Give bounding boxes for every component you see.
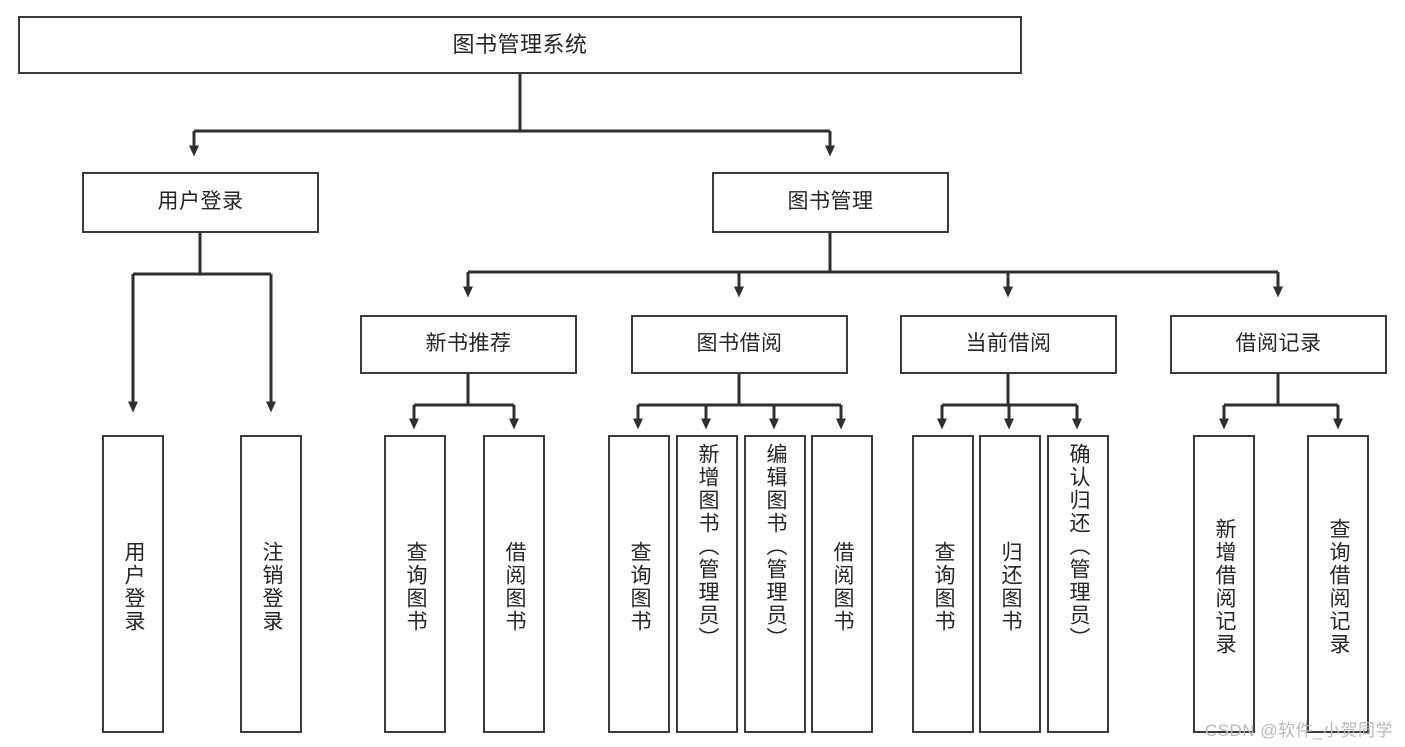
node-label: 图书借阅 [696,332,783,356]
node-label: 借阅记录 [1235,332,1322,356]
node-label: 当前借阅 [965,332,1052,356]
node-leaf-logout[interactable]: 注销登录 [240,435,302,733]
node-label: 图书管理 [787,190,874,214]
node-leaf-edit-book-admin[interactable]: 编辑图书（管理员） [744,435,806,733]
node-leaf-query-books-recommend[interactable]: 查询图书 [384,435,446,733]
node-current-borrowing[interactable]: 当前借阅 [900,315,1117,374]
csdn-watermark: CSDN @软件_小贺同学 [1204,721,1393,740]
node-leaf-query-books-borrow[interactable]: 查询图书 [608,435,670,733]
node-label: 用户登录 [122,541,146,633]
node-label: 查询图书 [932,541,956,633]
node-label: 借阅图书 [831,541,855,633]
node-label: 查询借阅记录 [1327,518,1351,656]
node-label: 新书推荐 [425,332,512,356]
node-root-book-management-system[interactable]: 图书管理系统 [18,16,1022,74]
node-label: 注销登录 [260,541,284,633]
node-new-book-recommendation[interactable]: 新书推荐 [360,315,577,374]
node-label: 图书管理系统 [452,32,588,58]
node-user-login[interactable]: 用户登录 [82,172,319,233]
node-leaf-borrow-books[interactable]: 借阅图书 [811,435,873,733]
node-leaf-user-login[interactable]: 用户登录 [102,435,164,733]
node-label: 用户登录 [157,190,244,214]
node-book-management[interactable]: 图书管理 [712,172,949,233]
node-book-borrowing[interactable]: 图书借阅 [631,315,848,374]
node-label: 查询图书 [404,541,428,633]
node-leaf-return-books[interactable]: 归还图书 [979,435,1041,733]
node-leaf-borrow-books-recommend[interactable]: 借阅图书 [483,435,545,733]
node-leaf-add-book-admin[interactable]: 新增图书（管理员） [676,435,738,733]
node-label: 确认归还（管理员） [1067,443,1091,650]
node-label: 新增借阅记录 [1213,518,1237,656]
node-leaf-query-borrow-record[interactable]: 查询借阅记录 [1307,435,1369,733]
node-leaf-confirm-return-admin[interactable]: 确认归还（管理员） [1047,435,1109,733]
node-borrowing-records[interactable]: 借阅记录 [1170,315,1387,374]
node-label: 借阅图书 [503,541,527,633]
node-label: 查询图书 [628,541,652,633]
node-label: 编辑图书（管理员） [764,443,788,650]
node-label: 新增图书（管理员） [696,443,720,650]
node-leaf-query-books-current[interactable]: 查询图书 [912,435,974,733]
node-leaf-add-borrow-record[interactable]: 新增借阅记录 [1193,435,1255,733]
node-label: 归还图书 [999,541,1023,633]
